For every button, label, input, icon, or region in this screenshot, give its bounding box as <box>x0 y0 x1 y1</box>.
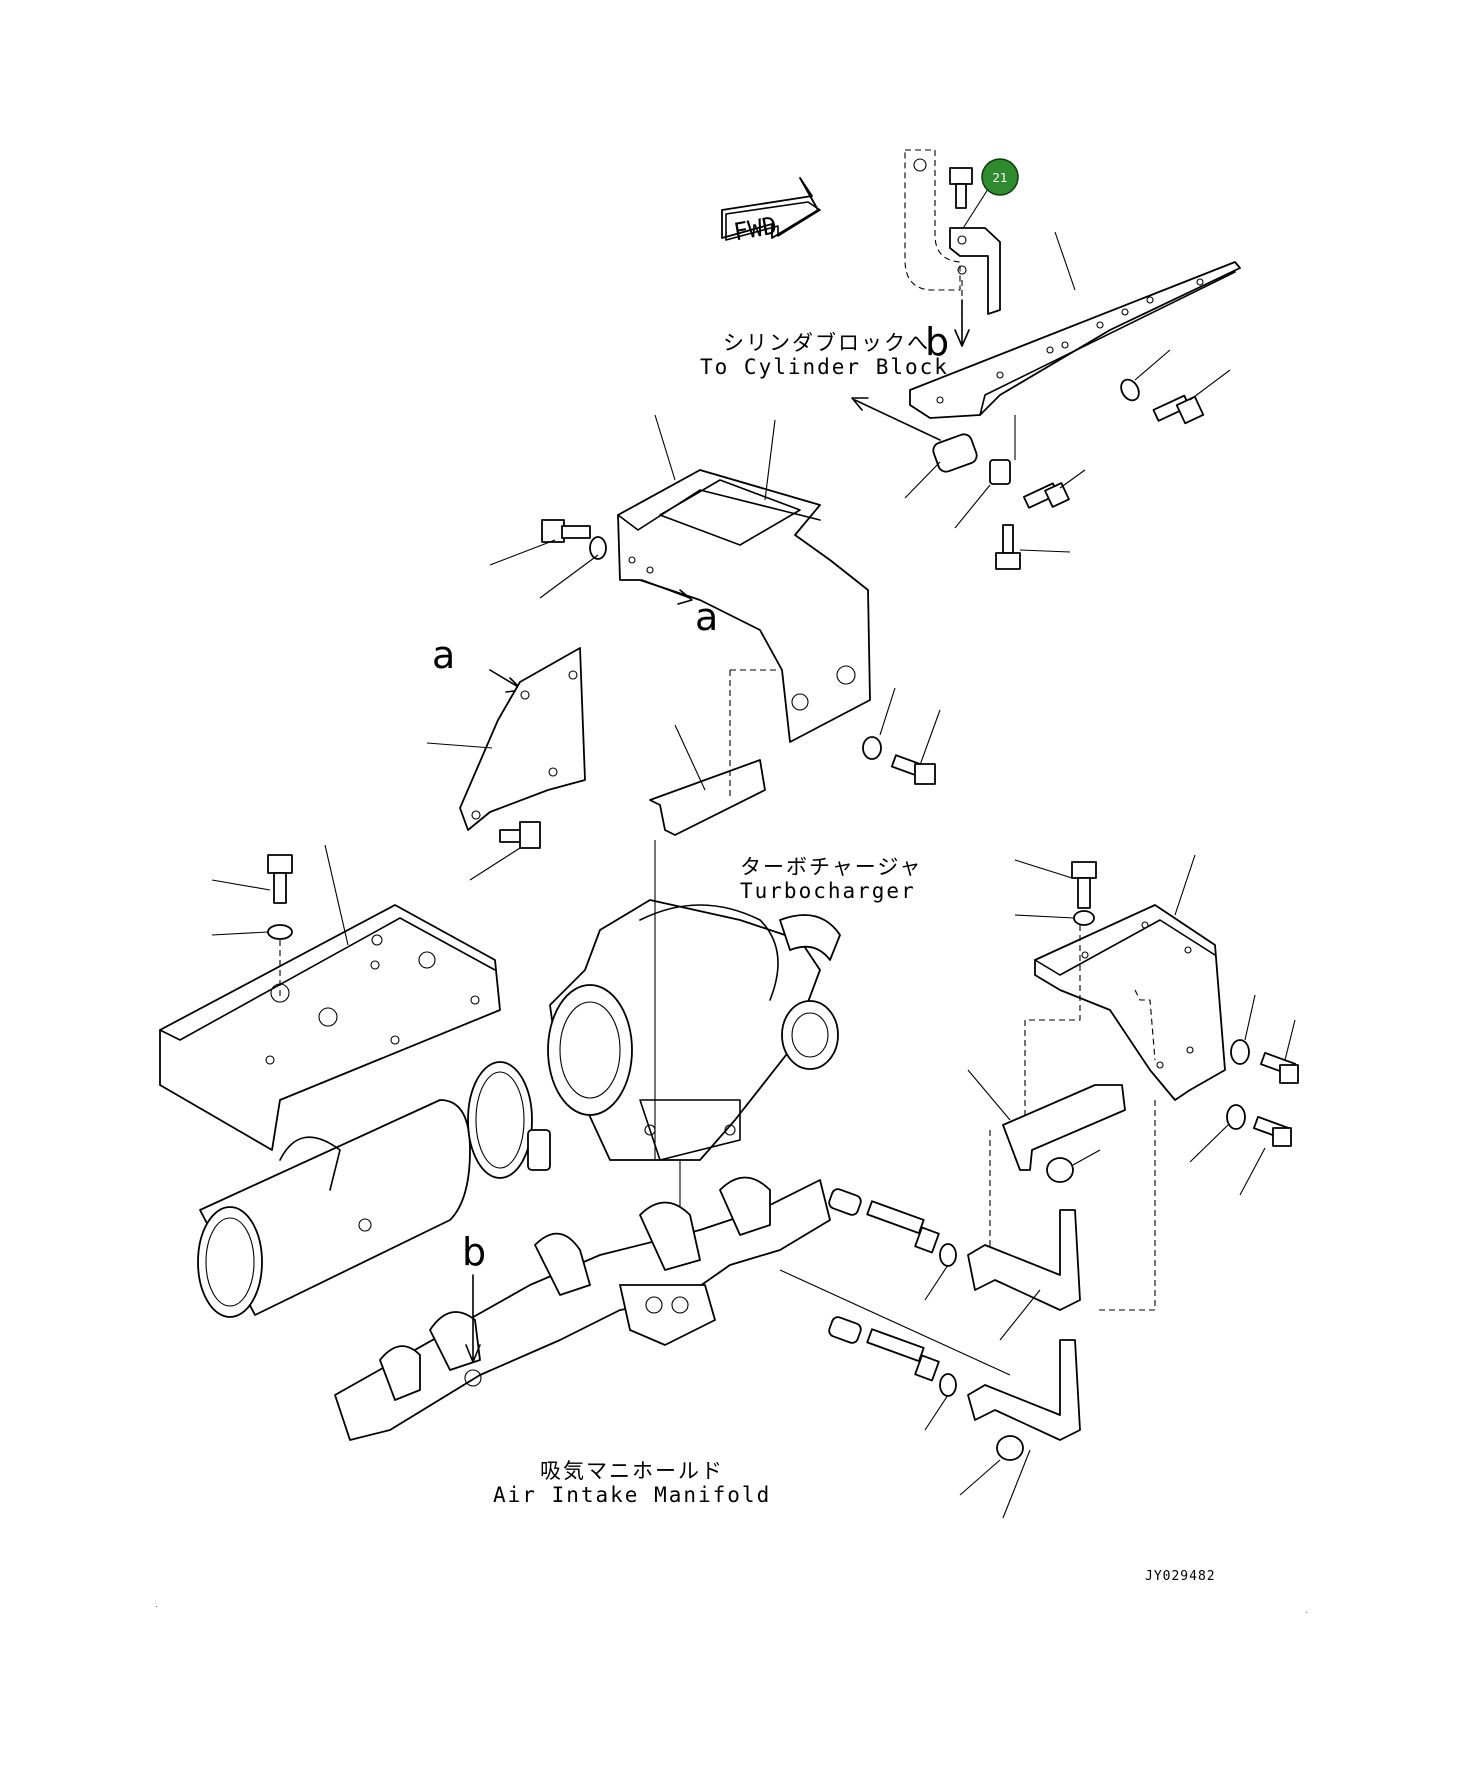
cylinder-block-label-jp: シリンダブロックへ <box>723 331 930 355</box>
turbocharger <box>547 899 841 1161</box>
turbocharger-label-jp: ターボチャージャ <box>740 855 922 879</box>
long-heat-shield <box>909 261 1241 419</box>
turbocharger-label-en: Turbocharger <box>740 879 916 903</box>
ref-a-plate: a <box>432 633 455 677</box>
u-clamp-lower <box>967 1339 1081 1441</box>
intake-manifold-label-jp: 吸気マニホールド <box>540 1459 724 1483</box>
support-bracket <box>1002 1084 1126 1171</box>
fwd-arrow-icon: FWD <box>721 177 821 246</box>
exhaust-pipe <box>197 1099 471 1318</box>
l-bracket <box>949 227 1001 315</box>
u-clamp-upper <box>967 1209 1081 1311</box>
callout-circle[interactable] <box>981 158 1019 196</box>
left-heat-shield <box>159 904 501 1151</box>
flange-bolt-icon <box>1152 394 1205 425</box>
callout-number[interactable]: 21 <box>992 171 1007 185</box>
right-heat-shield <box>1034 904 1226 1101</box>
corner-mark: . <box>155 1602 159 1609</box>
air-intake-manifold <box>334 1176 831 1441</box>
bolt-icon <box>949 167 973 209</box>
drawing-id: JY029482 <box>1145 1569 1216 1584</box>
bracket-plate <box>459 647 586 831</box>
corner-mark-right: . <box>1305 1608 1309 1615</box>
cylinder-block-bracket-phantom <box>904 149 961 291</box>
turbo-heat-shield <box>617 469 871 743</box>
ref-a-upper: a <box>695 595 718 639</box>
ref-b-upper: b <box>925 320 949 364</box>
ref-b-lower: b <box>462 1230 486 1274</box>
intake-manifold-label-en: Air Intake Manifold <box>493 1483 771 1507</box>
v-band-clamp <box>467 1061 551 1179</box>
cylinder-block-label-en: To Cylinder Block <box>700 355 949 379</box>
callout-badge-21[interactable]: 21 <box>959 158 1019 234</box>
